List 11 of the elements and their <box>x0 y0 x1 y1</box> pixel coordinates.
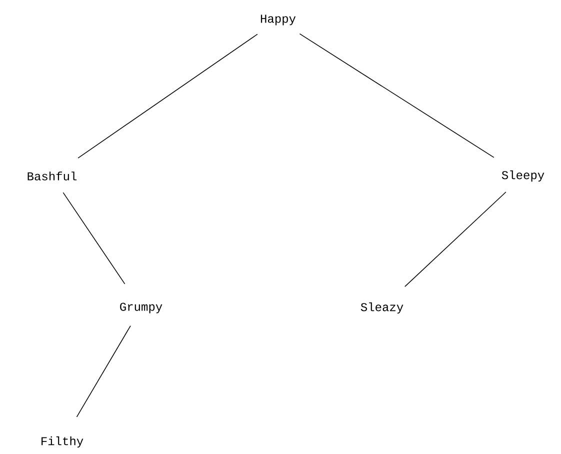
node-label: Grumpy <box>120 302 162 314</box>
tree-line <box>404 192 506 287</box>
tree-line <box>78 34 258 158</box>
node-label: Bashful <box>28 172 77 180</box>
tree-line <box>62 192 126 284</box>
node-label: Sleazy <box>360 302 404 314</box>
node-label: Filthy <box>42 436 84 448</box>
node-label: Sleepy <box>502 170 544 182</box>
tree-line <box>76 325 131 418</box>
node-label: Happy <box>260 14 296 26</box>
tree-line <box>299 33 494 158</box>
